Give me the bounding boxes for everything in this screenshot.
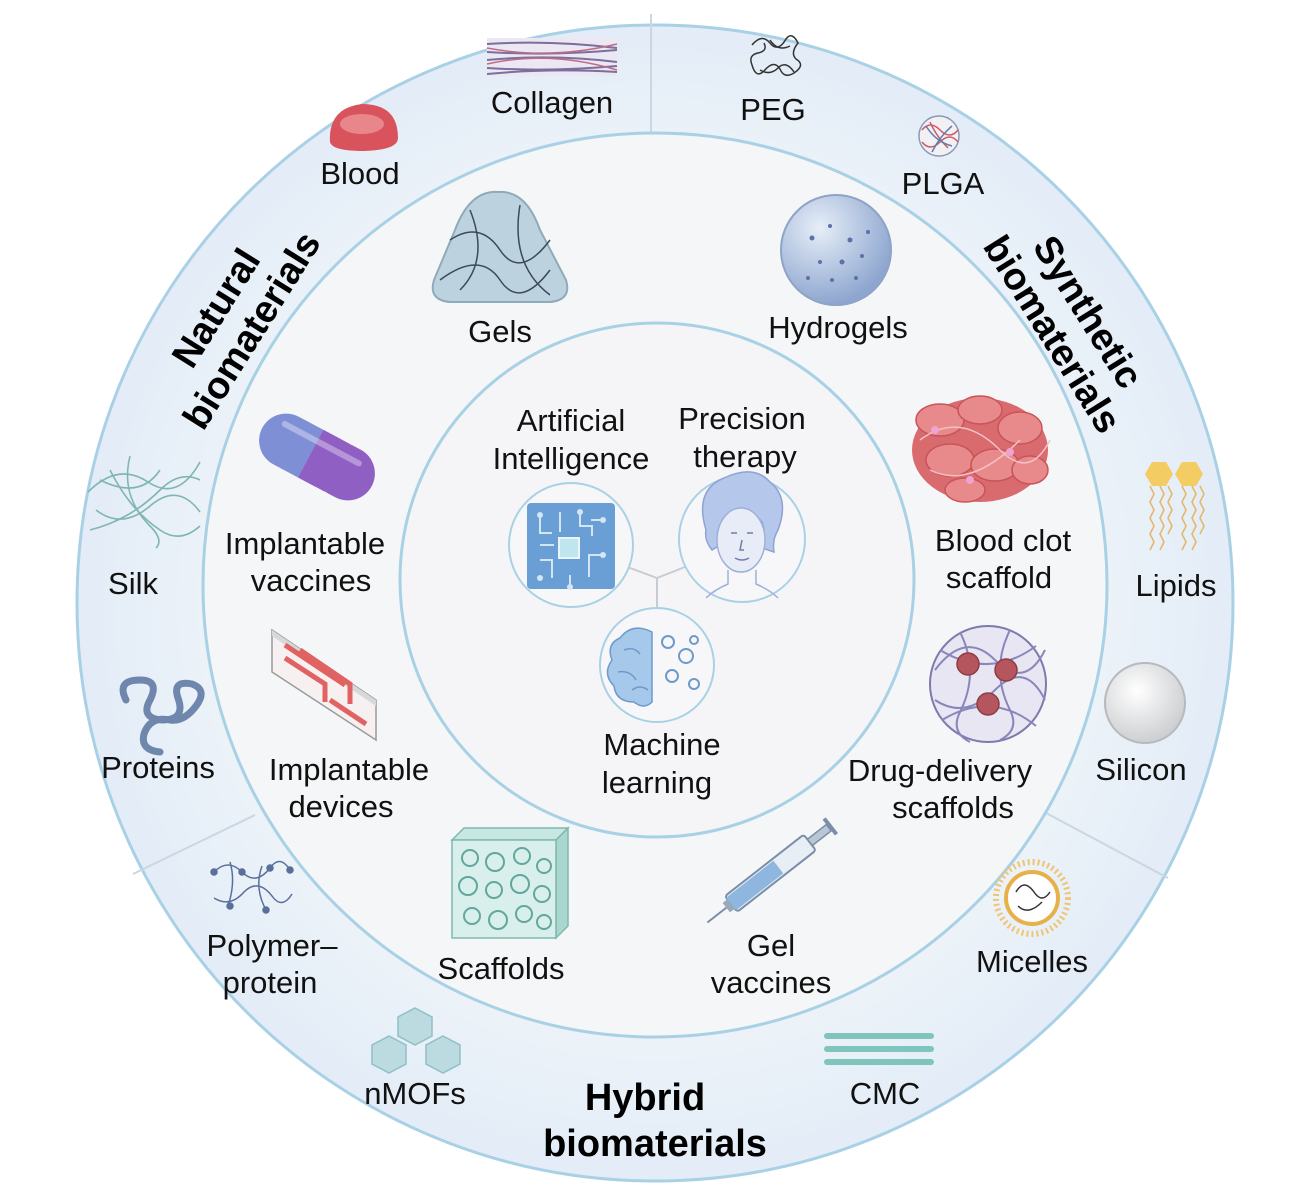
blood-icon [329,104,398,151]
precision-label-line2: therapy [693,439,797,474]
proteins-icon [119,676,205,756]
hydrogels-label: Hydrogels [768,310,908,345]
cmc-label: CMC [850,1076,921,1111]
machine-learning-brain-icon [599,607,715,723]
implantable-devices-icon [271,628,377,742]
drug-delivery-scaffolds-label-line1: Drug-delivery [848,753,1033,788]
drug-delivery-scaffolds-label-line2: scaffolds [892,790,1014,825]
gel-vaccines-icon [706,817,839,924]
lipids-icon [1145,462,1205,551]
polymer-protein-icon [210,860,294,914]
silicon-label: Silicon [1095,752,1186,787]
ai-chip-icon [508,482,634,608]
divider-hybrid-natural [132,814,256,875]
implantable-vaccines-icon [259,413,375,501]
gels-label: Gels [468,314,532,349]
hybrid-title-line2: biomaterials [543,1123,767,1165]
precision-label-line1: Precision [678,401,806,436]
scaffolds-icon [450,826,570,940]
polymer-protein-label-line2: protein [223,965,318,1000]
gel-vaccines-label-line1: Gel [747,928,795,963]
plga-icon [918,115,960,157]
blood-clot-scaffold-icon [912,395,1051,503]
scaffolds-label: Scaffolds [438,951,565,986]
collagen-label: Collagen [491,85,613,120]
peg-icon [750,35,802,76]
ml-label-line2: learning [602,765,712,800]
peg-label: PEG [740,92,805,127]
collagen-icon [486,38,618,76]
blood-label: Blood [320,156,399,191]
micelles-icon [993,859,1071,937]
plga-label: PLGA [902,166,985,201]
silk-icon [87,455,201,549]
lipids-label: Lipids [1136,568,1217,603]
silicon-icon [1104,662,1186,744]
polymer-protein-label-line1: Polymer– [207,928,339,963]
implantable-devices-label-line2: devices [288,789,393,824]
hybrid-title-line1: Hybrid [585,1077,705,1119]
blood-clot-scaffold-label-line1: Blood clot [935,523,1072,558]
drug-delivery-scaffolds-icon [929,625,1047,743]
gels-icon [431,190,569,303]
nmofs-label: nMOFs [364,1076,466,1111]
nmofs-icon [371,1007,461,1074]
ai-label-line2: Intelligence [493,441,650,476]
implantable-vaccines-label-line1: Implantable [225,526,385,561]
implantable-devices-label-line1: Implantable [269,752,429,787]
blood-clot-scaffold-label-line2: scaffold [946,560,1052,595]
micelles-label: Micelles [976,944,1088,979]
divider-synthetic-hybrid [1045,812,1169,879]
ml-label-line1: Machine [603,727,720,762]
person-face-icon [678,471,806,603]
cmc-icon [824,1033,934,1065]
hydrogels-icon [780,194,892,306]
gel-vaccines-label-line2: vaccines [711,965,832,1000]
ai-label-line1: Artificial [517,403,626,438]
implantable-vaccines-label-line2: vaccines [251,563,372,598]
proteins-label: Proteins [101,750,215,785]
silk-label: Silk [108,566,158,601]
